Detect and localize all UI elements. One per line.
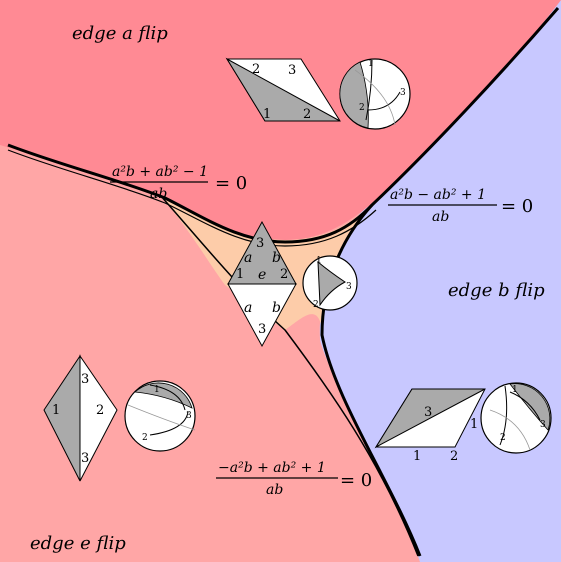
svg-text:a²b − ab² + 1: a²b − ab² + 1 xyxy=(390,187,486,203)
svg-text:−a²b + ab² + 1: −a²b + ab² + 1 xyxy=(218,460,326,476)
svg-text:a²b + ab² − 1: a²b + ab² − 1 xyxy=(112,164,208,180)
svg-text:3: 3 xyxy=(400,88,406,98)
svg-text:= 0: = 0 xyxy=(340,470,372,491)
svg-text:1: 1 xyxy=(154,385,160,395)
svg-text:2: 2 xyxy=(313,300,319,310)
region-label-e: edge e flip xyxy=(30,533,126,554)
svg-text:1: 1 xyxy=(236,267,244,282)
svg-text:ab: ab xyxy=(150,186,167,202)
svg-text:3: 3 xyxy=(186,411,192,421)
equation-e: −a²b + ab² + 1 ab = 0 xyxy=(216,460,372,498)
svg-text:1: 1 xyxy=(470,417,478,432)
equation-a: a²b + ab² − 1 ab = 0 xyxy=(110,164,247,202)
svg-text:3: 3 xyxy=(256,236,264,251)
a-circle: 1 2 3 xyxy=(339,58,411,130)
svg-text:a: a xyxy=(244,300,252,316)
svg-text:3: 3 xyxy=(424,405,432,420)
equation-b: a²b − ab² + 1 ab = 0 xyxy=(388,187,533,225)
svg-text:b: b xyxy=(272,250,281,266)
center-triangles: 3 a b 1 e 2 a b 3 xyxy=(227,220,297,348)
svg-text:2: 2 xyxy=(280,267,288,282)
svg-text:3: 3 xyxy=(540,420,546,430)
svg-text:2: 2 xyxy=(142,433,148,443)
svg-text:a: a xyxy=(244,250,252,266)
svg-text:1: 1 xyxy=(52,403,60,418)
svg-text:= 0: = 0 xyxy=(215,173,247,194)
boundary-curve-a-inner xyxy=(7,149,377,247)
svg-text:2: 2 xyxy=(96,403,104,418)
svg-text:1: 1 xyxy=(368,59,374,69)
svg-text:3: 3 xyxy=(81,372,89,387)
svg-text:3: 3 xyxy=(288,63,296,78)
b-circle: 1 2 3 xyxy=(480,382,552,454)
boundary-curve-e xyxy=(159,194,419,557)
svg-text:2: 2 xyxy=(303,107,311,122)
svg-text:1: 1 xyxy=(316,256,322,266)
svg-text:3: 3 xyxy=(346,282,352,292)
svg-text:2: 2 xyxy=(252,62,260,77)
region-label-b: edge b flip xyxy=(448,280,545,301)
svg-text:ab: ab xyxy=(432,209,449,225)
e-circle: 1 2 3 xyxy=(124,380,196,452)
e-rhombus: 3 1 2 3 xyxy=(43,354,118,482)
svg-text:1: 1 xyxy=(263,107,271,122)
svg-text:2: 2 xyxy=(450,449,458,464)
svg-text:2: 2 xyxy=(359,103,365,113)
svg-text:3: 3 xyxy=(258,322,266,337)
svg-text:e: e xyxy=(258,267,266,283)
svg-text:3: 3 xyxy=(81,451,89,466)
b-parallelogram: 3 1 1 2 xyxy=(374,388,486,464)
region-label-a: edge a flip xyxy=(72,23,168,44)
svg-text:= 0: = 0 xyxy=(501,196,533,217)
svg-text:1: 1 xyxy=(512,385,518,395)
svg-text:b: b xyxy=(272,300,281,316)
svg-text:1: 1 xyxy=(413,449,421,464)
center-circle: 1 2 3 xyxy=(302,255,358,311)
a-parallelogram: 2 3 1 2 xyxy=(225,57,341,122)
boundary-curve-a xyxy=(7,7,560,244)
svg-text:2: 2 xyxy=(500,433,506,443)
boundary-curve-b xyxy=(320,203,422,557)
svg-text:ab: ab xyxy=(266,482,283,498)
